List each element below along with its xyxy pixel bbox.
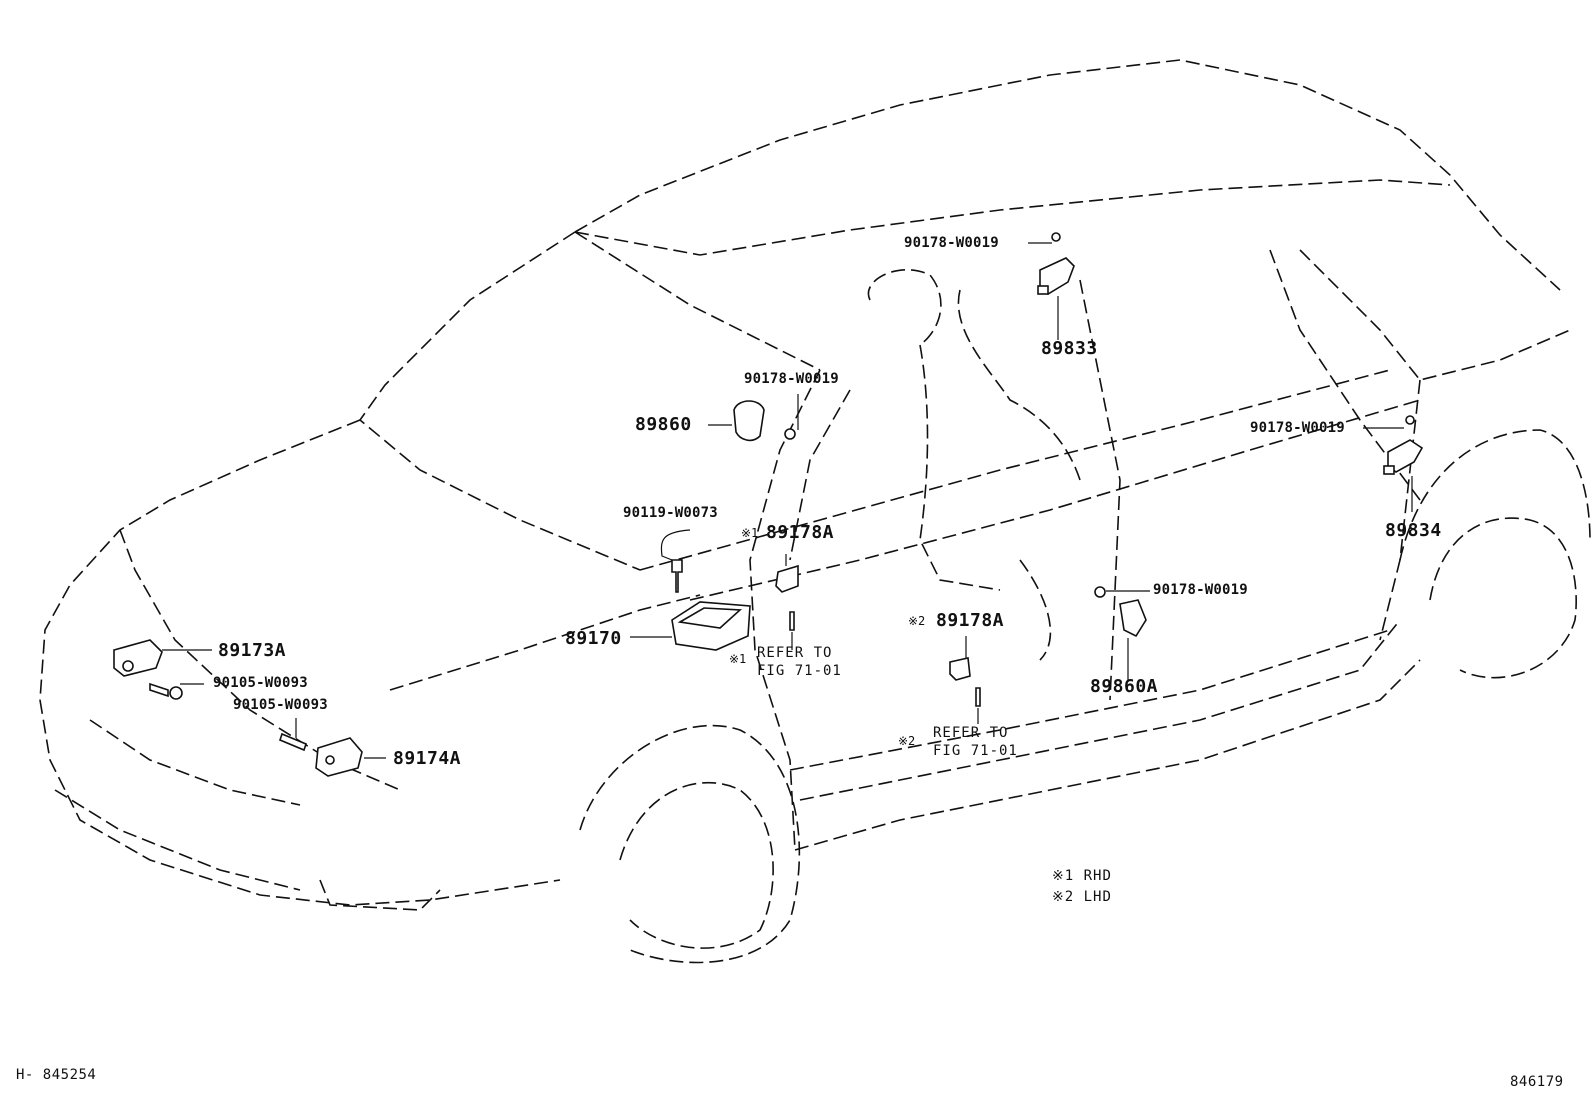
footer-right-code: 846179 <box>1510 1074 1564 1090</box>
refer-note-1-line1: REFER TO <box>757 645 833 661</box>
sensor-89860a-part <box>1094 586 1147 638</box>
label-89178a-2: 89178A <box>936 610 1005 631</box>
note-mark-2b: ※2 <box>898 734 916 748</box>
sensor-89860-part <box>733 400 796 442</box>
note-mark-1b: ※1 <box>729 652 747 666</box>
sensor-89834-part <box>1383 415 1424 475</box>
label-89174a: 89174A <box>393 748 462 769</box>
parts <box>113 232 1424 777</box>
car-body-outline <box>39 59 1591 964</box>
refer-note-2-line2: FIG 71-01 <box>933 743 1018 759</box>
bracket-89178a-2-part <box>949 657 981 707</box>
label-90105-w0093-b: 90105-W0093 <box>233 697 328 713</box>
bracket-89178a-1-part <box>775 564 799 631</box>
label-90178-w0019-top: 90178-W0019 <box>904 235 999 251</box>
legend-rhd: ※1 RHD <box>1052 868 1112 884</box>
label-90119-w0073: 90119-W0073 <box>623 505 718 521</box>
refer-note-1-line2: FIG 71-01 <box>757 663 842 679</box>
refer-note-2-line1: REFER TO <box>933 725 1009 741</box>
label-89833: 89833 <box>1041 338 1098 359</box>
bolt-90119-part <box>671 559 683 593</box>
legend-lhd: ※2 LHD <box>1052 889 1112 905</box>
leader-lines <box>162 242 1413 759</box>
label-90178-w0019-low: 90178-W0019 <box>1153 582 1248 598</box>
sensor-89173a-part <box>113 639 183 700</box>
sensor-89174a-part <box>279 732 363 777</box>
label-89170: 89170 <box>565 628 622 649</box>
note-mark-1a: ※1 <box>741 526 759 540</box>
label-89860: 89860 <box>635 414 692 435</box>
ecu-89170-part <box>671 601 751 651</box>
label-90105-w0093-a: 90105-W0093 <box>213 675 308 691</box>
note-mark-2a: ※2 <box>908 614 926 628</box>
label-89178a-1: 89178A <box>766 522 835 543</box>
footer-left-code: H- 845254 <box>16 1067 97 1083</box>
label-90178-w0019-right: 90178-W0019 <box>1250 420 1345 436</box>
label-89860a: 89860A <box>1090 676 1159 697</box>
label-89834: 89834 <box>1385 520 1442 541</box>
label-89173a: 89173A <box>218 640 287 661</box>
label-90178-w0019-mid: 90178-W0019 <box>744 371 839 387</box>
sensor-89833-part <box>1037 232 1075 295</box>
